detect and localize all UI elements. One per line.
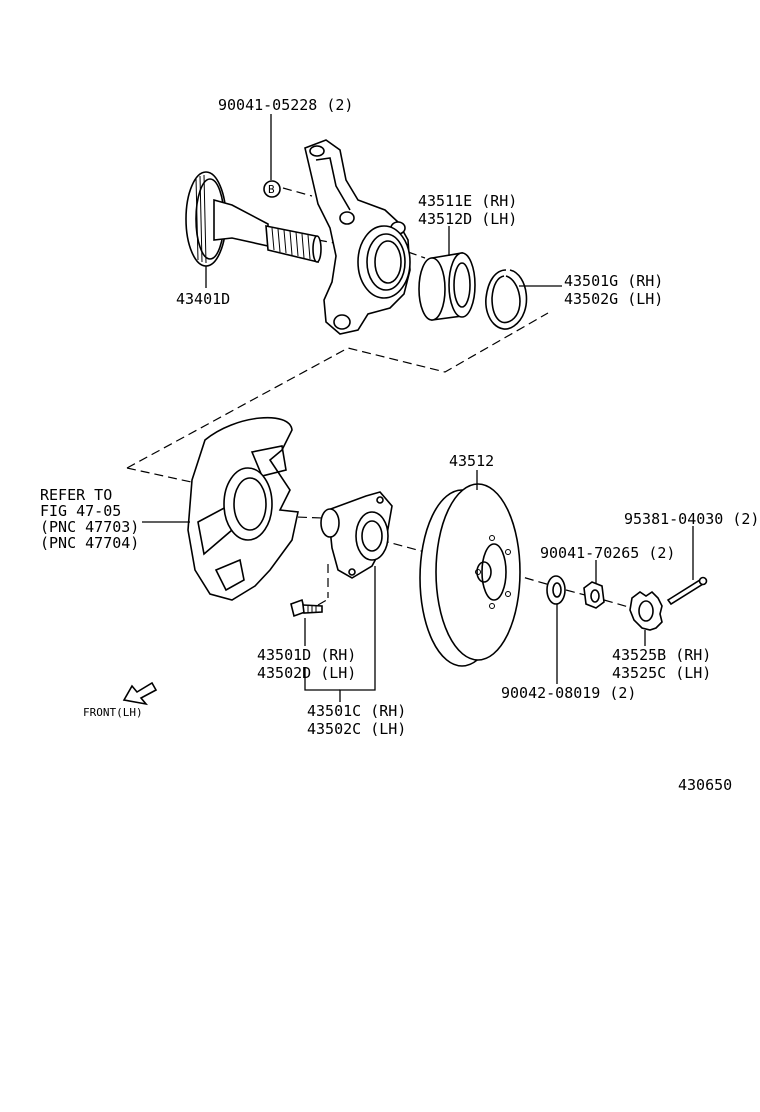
label-cotter: 95381-04030 (2) xyxy=(624,510,759,528)
label-callout-b: B xyxy=(268,183,275,196)
label-cap-rh: 43525B (RH) xyxy=(612,646,711,664)
label-disc: 43512 xyxy=(449,452,494,470)
label-hubbolt-rh: 43501D (RH) xyxy=(257,646,356,664)
front-arrow-icon xyxy=(122,681,158,706)
label-nut: 90041-70265 (2) xyxy=(540,544,675,562)
labels: 90041-05228 (2) B 43511E (RH) 43512D (LH… xyxy=(40,96,759,794)
label-refer-4: (PNC 47704) xyxy=(40,534,139,552)
label-bearing-lh: 43512D (LH) xyxy=(418,210,517,228)
brake-disc xyxy=(419,483,521,667)
label-refer-3: (PNC 47703) xyxy=(40,518,139,536)
hub-bearing xyxy=(418,252,476,321)
label-snap-rh: 43501G (RH) xyxy=(564,272,663,290)
dust-cover xyxy=(187,416,299,601)
label-shaft: 43401D xyxy=(176,290,230,308)
label-front: FRONT(LH) xyxy=(83,706,143,719)
label-hub-rh: 43501C (RH) xyxy=(307,702,406,720)
label-washer: 90042-08019 (2) xyxy=(501,684,636,702)
hub-nut xyxy=(583,581,605,609)
lock-nut-cap xyxy=(629,590,663,631)
label-cap-lh: 43525C (LH) xyxy=(612,664,711,682)
axle-hub xyxy=(320,491,393,579)
cotter-pin xyxy=(666,576,708,606)
label-hub-lh: 43502C (LH) xyxy=(307,720,406,738)
snap-ring xyxy=(485,269,528,330)
figure-number: 430650 xyxy=(678,776,732,794)
axle-shaft xyxy=(185,171,322,267)
label-bearing-rh: 43511E (RH) xyxy=(418,192,517,210)
callout-b-circle-icon xyxy=(263,180,281,198)
washer xyxy=(546,575,566,605)
label-hubbolt-lh: 43502D (LH) xyxy=(257,664,356,682)
label-refer-2: FIG 47-05 xyxy=(40,502,121,520)
steering-knuckle xyxy=(304,139,411,335)
leader-lines xyxy=(142,114,694,702)
hub-bolt xyxy=(290,598,323,618)
label-snap-lh: 43502G (LH) xyxy=(564,290,663,308)
label-bolt-b: 90041-05228 (2) xyxy=(218,96,353,114)
assembly-lines xyxy=(126,187,633,609)
label-refer-1: REFER TO xyxy=(40,486,112,504)
